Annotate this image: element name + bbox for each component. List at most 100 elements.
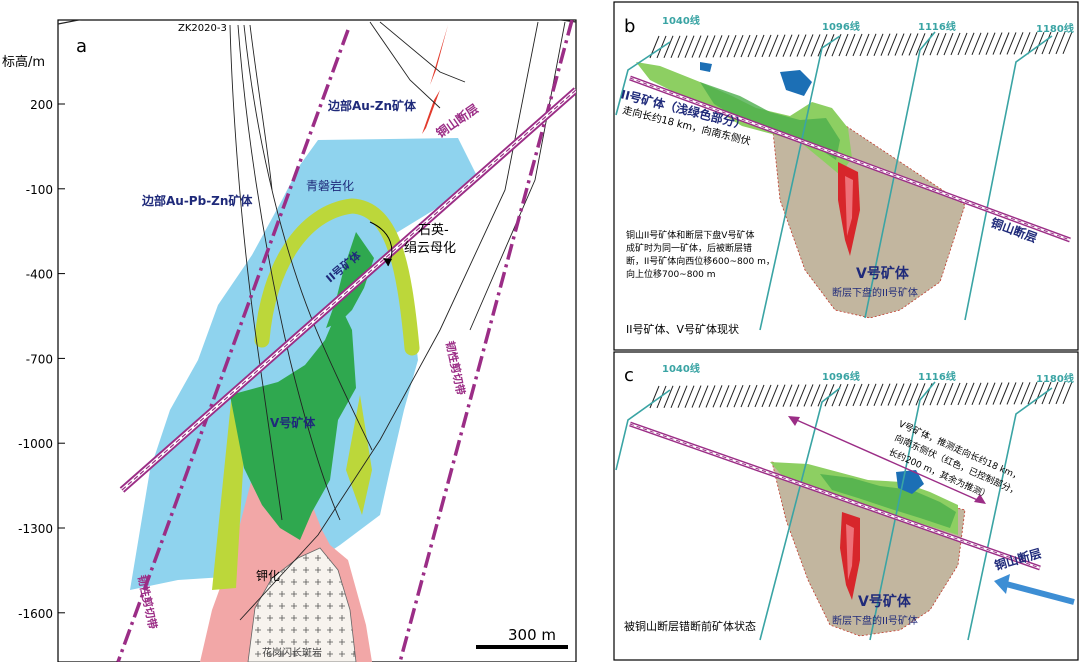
fault-motion-arrow-head [994,574,1010,594]
borehole-zk1124-1: ZK1124-1 [222,12,271,23]
y-tick-label: -100 [26,183,53,197]
hatch-line [691,385,702,408]
hatch-line [957,32,968,56]
hatch-line [901,33,912,56]
hatch-line [1020,32,1031,55]
surface-hatching-b [649,31,1073,59]
caption-c: 被铜山断层错断前矿体状态 [624,619,756,633]
hatch-line [698,35,709,58]
label-tongshan-fault-a: 铜山断层 [433,101,481,141]
hatch-line [726,385,737,408]
hatch-line [817,384,828,407]
hatch-line [950,382,961,406]
hatch-line [908,383,919,406]
hatch-line [1055,31,1066,55]
hatch-line [1048,31,1059,55]
hatch-line [677,35,688,58]
strike-arrow-head-left [788,416,800,426]
y-tick-label: 200 [30,98,53,112]
ore-body-c-dark [820,474,956,528]
hatch-line [936,32,947,56]
hatch-line [887,383,898,406]
blue-patch-b2 [700,62,712,72]
label-quartz-sericite-2: 绢云母化 [404,240,456,256]
hatch-line [810,384,821,407]
line-1096-b: 1096线 [822,20,860,33]
line-1116-c: 1116线 [918,370,956,383]
hatch-line [887,33,898,56]
ore-core-pink-b [845,176,853,236]
hatch-line [1034,381,1045,405]
note-b-line4: 向上位移700~800 m [626,268,716,280]
hatch-line [985,382,996,405]
hatch-line [663,385,674,409]
panel-c-frame [613,351,1079,661]
hatch-line [684,385,695,408]
hatch-line [978,32,989,55]
borehole-zk1124-2: ZK1124-2 [212,1,261,12]
strike-arrow-head-right [974,494,986,504]
borehole-zk1124-4: ZK1124-4 [510,7,559,18]
drill-traces [229,21,566,621]
hatch-line [894,383,905,406]
line-1040-b: 1040线 [662,14,700,27]
y-axis-ticks: 200-100-400-700-1000-1300-1600 [18,98,65,621]
hatch-line [1013,382,1024,405]
surface-hatching-c [649,381,1073,409]
hatch-line [971,32,982,55]
hatch-line [1013,32,1024,55]
panel-a-letter: a [76,36,87,57]
hatch-line [866,33,877,57]
strike-arrow [791,417,983,503]
hatch-line [1048,381,1059,405]
line-1180-c: 1180线 [1036,372,1074,385]
line-1180-b: 1180线 [1036,22,1074,35]
borehole-tszk06: TSZK06 [343,9,383,20]
line-1096-c: 1096线 [822,370,860,383]
ore-v-sub-b: 断层下盘的II号矿体 [832,286,918,299]
hatch-line [894,33,905,56]
y-axis-label: 标高/m [2,54,45,70]
hatch-line [740,384,751,408]
hatch-line [705,35,716,58]
hatch-line [1027,32,1038,55]
hatch-line [761,384,772,408]
label-edge-au-zn: 边部Au-Zn矿体 [327,98,417,113]
hatch-line [824,34,835,57]
vein-red-2 [422,90,440,134]
y-tick-label: -1600 [18,607,53,621]
hatch-line [803,34,814,57]
note-b-line1: 铜山II号矿体和断层下盘V号矿体 [626,229,754,241]
hatch-line [880,383,891,406]
hatch-line [838,33,849,57]
hatch-line [831,383,842,407]
hatch-line [964,382,975,406]
tongshan-fault-b [629,75,1071,243]
label-chlorite: 青磐岩化 [306,178,354,193]
hatch-line [957,382,968,406]
hatch-line [873,33,884,56]
hatch-line [915,383,926,406]
hatch-line [684,35,695,58]
hatch-line [852,383,863,407]
panel-b: b 1040线 1096线 1116线 1180线 II号矿体（浅绿色部分） 走… [613,1,1079,351]
hatch-line [1055,381,1066,405]
blue-patch-b1 [780,70,812,96]
hatch-line [733,384,744,408]
hatch-line [1006,32,1017,55]
hatch-line [796,34,807,57]
hatch-line [943,382,954,406]
hatch-line [789,34,800,57]
hatch-line [936,382,947,406]
blue-patch-c [896,470,924,494]
y-tick-label: -700 [26,352,53,366]
hatch-line [726,35,737,58]
borehole-zk2020-3: ZK2020-3 [178,23,227,34]
y-tick-label: -1300 [18,522,53,536]
quartz-sericite-left-limb [212,392,246,590]
hatch-line [901,383,912,406]
hatch-line [775,34,786,57]
label-ore-v: V号矿体 [270,415,316,430]
